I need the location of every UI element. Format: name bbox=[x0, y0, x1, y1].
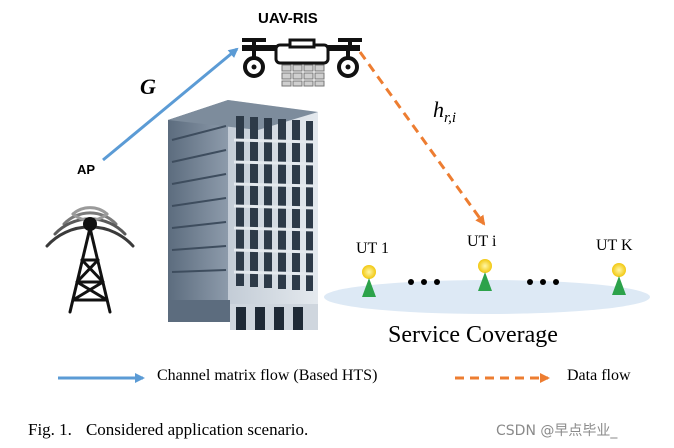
csdn-watermark: CSDN @早点毕业_ bbox=[496, 423, 618, 439]
channel-arrow bbox=[102, 47, 239, 162]
h-subscript: r,i bbox=[444, 110, 457, 126]
service-coverage-area bbox=[324, 280, 650, 314]
h-main: h bbox=[433, 97, 444, 122]
caption-text: Considered application scenario. bbox=[85, 420, 309, 439]
ellipsis-dots-right bbox=[527, 279, 559, 285]
ap-label: AP bbox=[77, 162, 96, 177]
legend-channel-label: Channel matrix flow (Based HTS) bbox=[157, 367, 378, 384]
channel-g-label: G bbox=[140, 74, 156, 99]
figure-caption: Fig. 1. Considered application scenario. bbox=[28, 420, 308, 440]
uav-ris-label: UAV-RIS bbox=[258, 10, 318, 27]
ut-k-label: UT K bbox=[596, 237, 633, 254]
legend-data-label: Data flow bbox=[567, 367, 631, 384]
ut-i-label: UT i bbox=[467, 233, 497, 250]
figure-number: Fig. 1. bbox=[28, 420, 72, 439]
service-coverage-label: Service Coverage bbox=[388, 322, 558, 348]
building-icon bbox=[168, 100, 318, 330]
channel-h-label: hr,i bbox=[433, 97, 456, 127]
ap-tower-icon bbox=[45, 206, 135, 314]
ellipsis-dots-left bbox=[408, 279, 440, 285]
ut-k-icon bbox=[612, 263, 626, 295]
ut-i-icon bbox=[478, 259, 492, 291]
data-flow-arrow bbox=[358, 51, 486, 226]
uav-ris-icon bbox=[242, 38, 362, 87]
ut-1-icon bbox=[362, 265, 376, 297]
ut-1-label: UT 1 bbox=[356, 240, 390, 257]
